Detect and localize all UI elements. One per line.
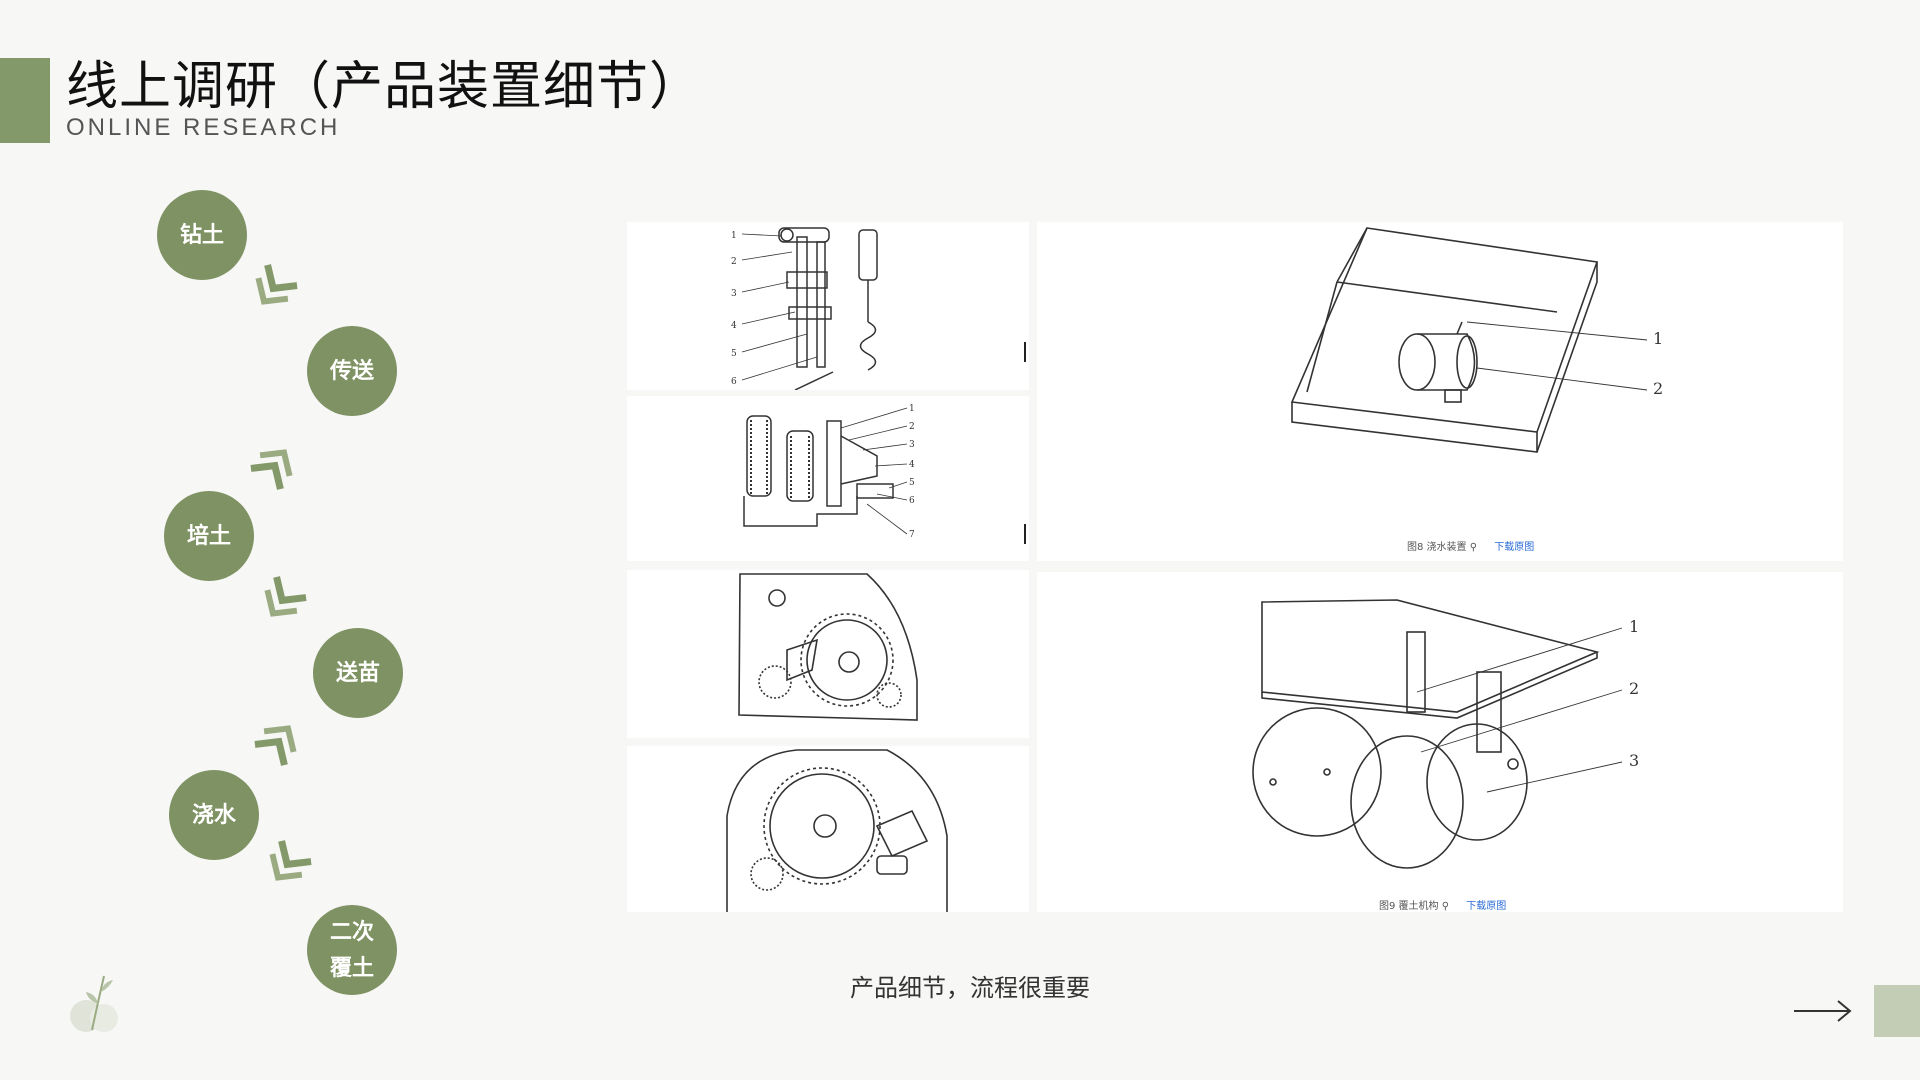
figure-drill-mechanism: 1 2 3 4 5 6 [627,222,1029,390]
caption-text: 图9 覆土机构 [1379,901,1439,912]
callout-label: 2 [1653,379,1663,398]
caption-text: 图8 浇水装置 [1407,542,1467,553]
footer-note: 产品细节，流程很重要 [850,974,1090,1002]
callout-label: 4 [731,321,737,331]
callout-label: 1 [1653,329,1663,348]
step-bank-soil: 培土 [164,491,254,581]
download-original-link[interactable]: 下载原图 [1494,542,1535,553]
callout-label: 2 [1629,679,1639,698]
figure-caption: 图9 覆土机构 ⚲ 下载原图 [1379,897,1506,912]
chevron-icon [250,449,293,490]
callout-label: 6 [731,377,737,387]
page-subtitle: ONLINE RESEARCH [66,114,341,141]
step-label-line2: 覆土 [329,955,374,981]
step-deliver-seedling: 送苗 [313,628,403,718]
figure-watering-device: 1 2 图8 浇水装置 ⚲ 下载原图 [1037,222,1843,561]
figure-caption: 图8 浇水装置 ⚲ 下载原图 [1407,538,1534,553]
figure-gear-housing-lower [627,746,1029,912]
callout-label: 3 [1629,751,1639,770]
step-second-cover: 二次 覆土 [307,905,397,995]
step-label: 培土 [186,523,231,549]
step-water: 浇水 [169,770,259,860]
callout-label: 2 [909,422,915,432]
callout-label: 1 [731,231,737,241]
page-title: 线上调研（产品装置细节） [66,57,703,117]
step-label: 浇水 [191,802,236,828]
step-label-line1: 二次 [329,919,374,945]
chevron-icon [255,264,298,305]
zoom-icon[interactable]: ⚲ [1441,901,1450,912]
callout-label: 7 [909,530,915,540]
step-label: 送苗 [335,660,380,686]
callout-label: 3 [909,440,915,450]
chevron-icon [264,576,307,617]
callout-label: 5 [731,349,737,359]
arrow-right-icon[interactable] [1792,996,1854,1026]
callout-label: 4 [909,460,915,470]
callout-label: 2 [731,257,737,267]
step-label: 传送 [329,358,374,384]
title-accent-bar [0,58,50,143]
figure-soil-cover-mechanism: 1 2 3 图9 覆土机构 ⚲ 下载原图 [1037,572,1843,912]
callout-label: 5 [909,478,915,488]
figure-gear-housing-upper [627,570,1029,738]
callout-label: 3 [731,289,737,299]
callout-label: 1 [909,404,915,414]
step-drill-soil: 钻土 [157,190,247,280]
download-original-link[interactable]: 下载原图 [1466,901,1507,912]
callout-label: 1 [1629,617,1639,636]
callout-label: 6 [909,496,915,506]
step-label: 钻土 [179,222,224,248]
step-convey: 传送 [307,326,397,416]
leaf-icon [70,975,118,1032]
zoom-icon[interactable]: ⚲ [1469,542,1478,553]
corner-accent-block [1874,985,1920,1037]
chevron-icon [254,725,297,766]
figure-gear-assembly: 1 2 3 4 5 6 7 [627,396,1029,561]
chevron-icon [269,840,312,881]
